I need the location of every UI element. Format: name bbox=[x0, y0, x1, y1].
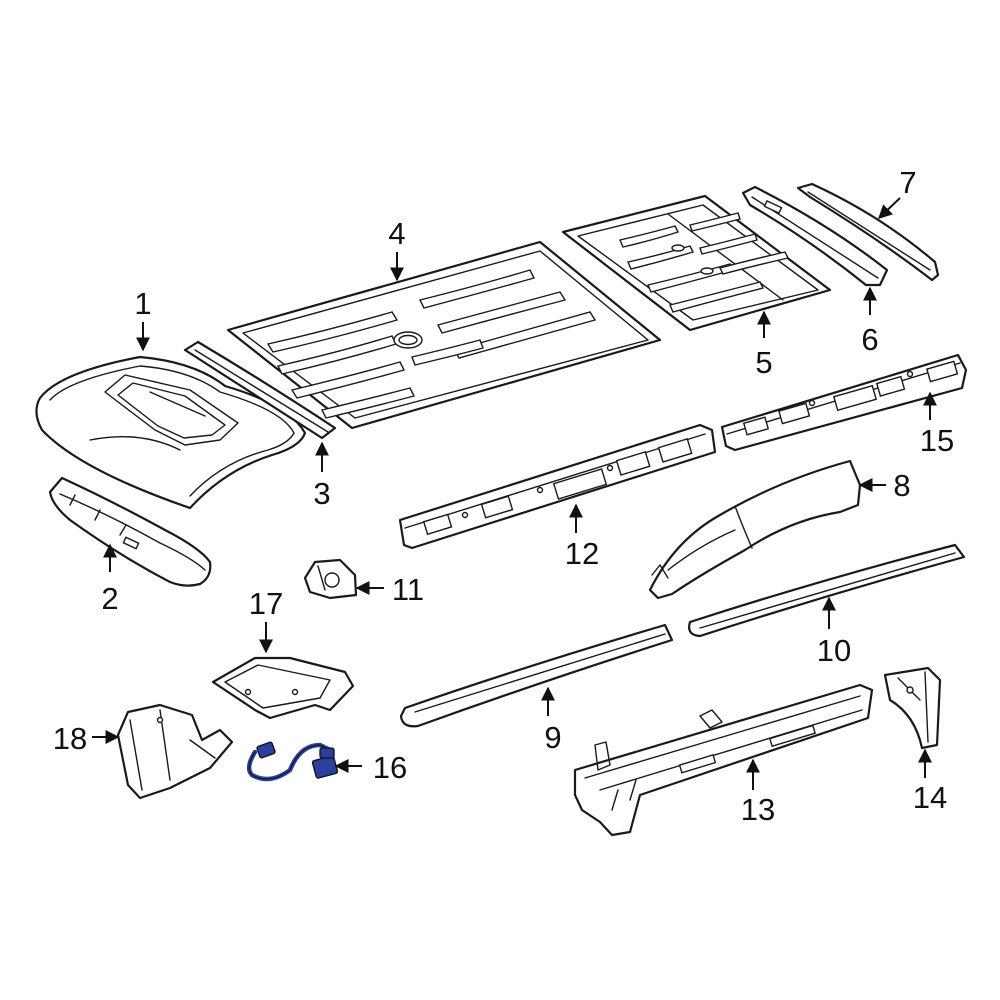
part-4-center-roof-panel bbox=[226, 240, 662, 430]
callout-18: 18 bbox=[53, 721, 87, 756]
part-18-wheelhouse-bracket bbox=[116, 703, 234, 800]
part-13-rocker-reinforcement bbox=[573, 683, 874, 837]
part-11-bracket bbox=[303, 558, 358, 600]
callout-3: 3 bbox=[313, 476, 330, 511]
callout-6: 6 bbox=[861, 322, 878, 357]
callout-4: 4 bbox=[388, 216, 405, 251]
leader-7 bbox=[877, 197, 901, 219]
part-1-front-roof-panel bbox=[35, 355, 307, 510]
callout-5: 5 bbox=[755, 345, 772, 380]
callout-16: 16 bbox=[373, 750, 407, 785]
part-16-wiring-harness bbox=[246, 741, 339, 782]
part-12-roof-side-rail-front bbox=[398, 423, 717, 550]
part-2-front-header bbox=[48, 476, 212, 587]
part-14-quarter-extension bbox=[883, 666, 942, 750]
callout-8: 8 bbox=[893, 468, 910, 503]
part-7-rear-header bbox=[796, 182, 940, 282]
callout-2: 2 bbox=[101, 581, 118, 616]
part-3-roof-bow bbox=[183, 340, 337, 440]
part-15-roof-side-rail-rear bbox=[720, 353, 968, 452]
callout-14: 14 bbox=[913, 780, 947, 815]
part-6-rear-roof-bow bbox=[741, 185, 889, 287]
part-10-rocker-panel-rear bbox=[688, 543, 966, 638]
callout-13: 13 bbox=[741, 792, 775, 827]
callout-15: 15 bbox=[920, 423, 954, 458]
callout-11: 11 bbox=[392, 572, 424, 607]
callout-9: 9 bbox=[544, 720, 561, 755]
part-17-floor-brace bbox=[211, 656, 355, 720]
callout-10: 10 bbox=[817, 633, 851, 668]
callout-17: 17 bbox=[249, 586, 283, 621]
callout-7: 7 bbox=[899, 165, 916, 200]
part-9-rocker-panel-front bbox=[399, 623, 674, 728]
part-8-quarter-inner-panel bbox=[648, 459, 862, 600]
part-5-rear-roof-panel bbox=[561, 194, 832, 332]
callout-1: 1 bbox=[134, 286, 151, 321]
callout-12: 12 bbox=[565, 536, 599, 571]
